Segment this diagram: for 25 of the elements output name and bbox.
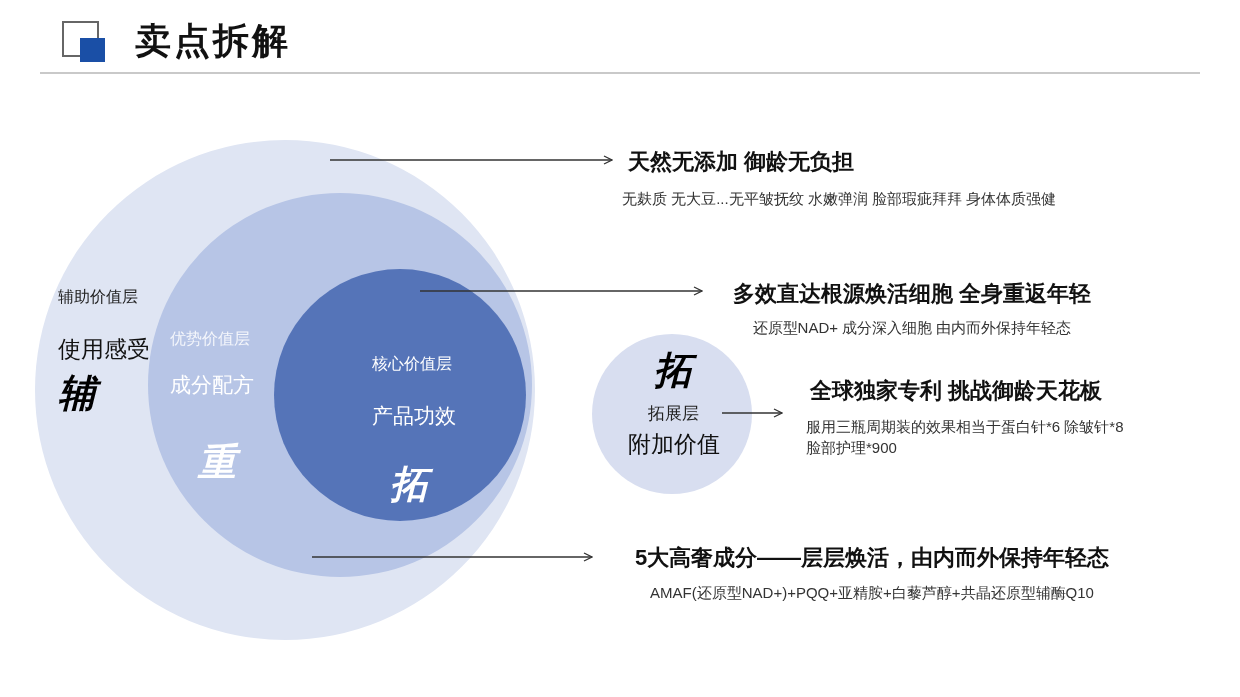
arrow [721, 408, 783, 418]
arrow [419, 286, 703, 296]
layer-theme: 使用感受 [58, 335, 150, 364]
callout-text: AMAF(还原型NAD+)+PQQ+亚精胺+白藜芦醇+共晶还原型辅酶Q10 [649, 583, 1095, 603]
callout-heading: 5大高奢成分——层层焕活，由内而外保持年轻态 [633, 544, 1111, 572]
page-title: 卖点拆解 [135, 19, 291, 63]
arrow [329, 155, 613, 165]
layer-name: 拓展层 [648, 403, 699, 424]
layer-mark: 辅 [56, 370, 108, 416]
callout-text: 还原型NAD+ 成分深入细胞 由内而外保持年轻态 [751, 318, 1073, 338]
layer-name: 核心价值层 [372, 354, 452, 374]
callout-text: 服用三瓶周期装的效果相当于蛋白针*6 除皱针*8 脸部护理*900 [806, 417, 1125, 458]
layer-name: 辅助价值层 [58, 287, 138, 307]
layer-theme: 成分配方 [170, 372, 254, 398]
layer-mark: 重 [196, 439, 248, 485]
arrow [311, 552, 593, 562]
layer-mark: 拓 [388, 461, 440, 507]
layer-theme: 产品功效 [372, 403, 456, 429]
callout-heading: 多效直达根源焕活细胞 全身重返年轻 [731, 280, 1093, 308]
layer-theme: 附加价值 [628, 430, 720, 459]
callout-heading: 全球独家专利 挑战御龄天花板 [810, 377, 1104, 405]
layer-mark: 拓 [652, 347, 704, 393]
layer-name: 优势价值层 [170, 329, 250, 349]
callout-heading: 天然无添加 御龄无负担 [628, 148, 856, 176]
callout-text: 无麸质 无大豆...无平皱抚纹 水嫩弹润 脸部瑕疵拜拜 身体体质强健 [622, 189, 1058, 209]
